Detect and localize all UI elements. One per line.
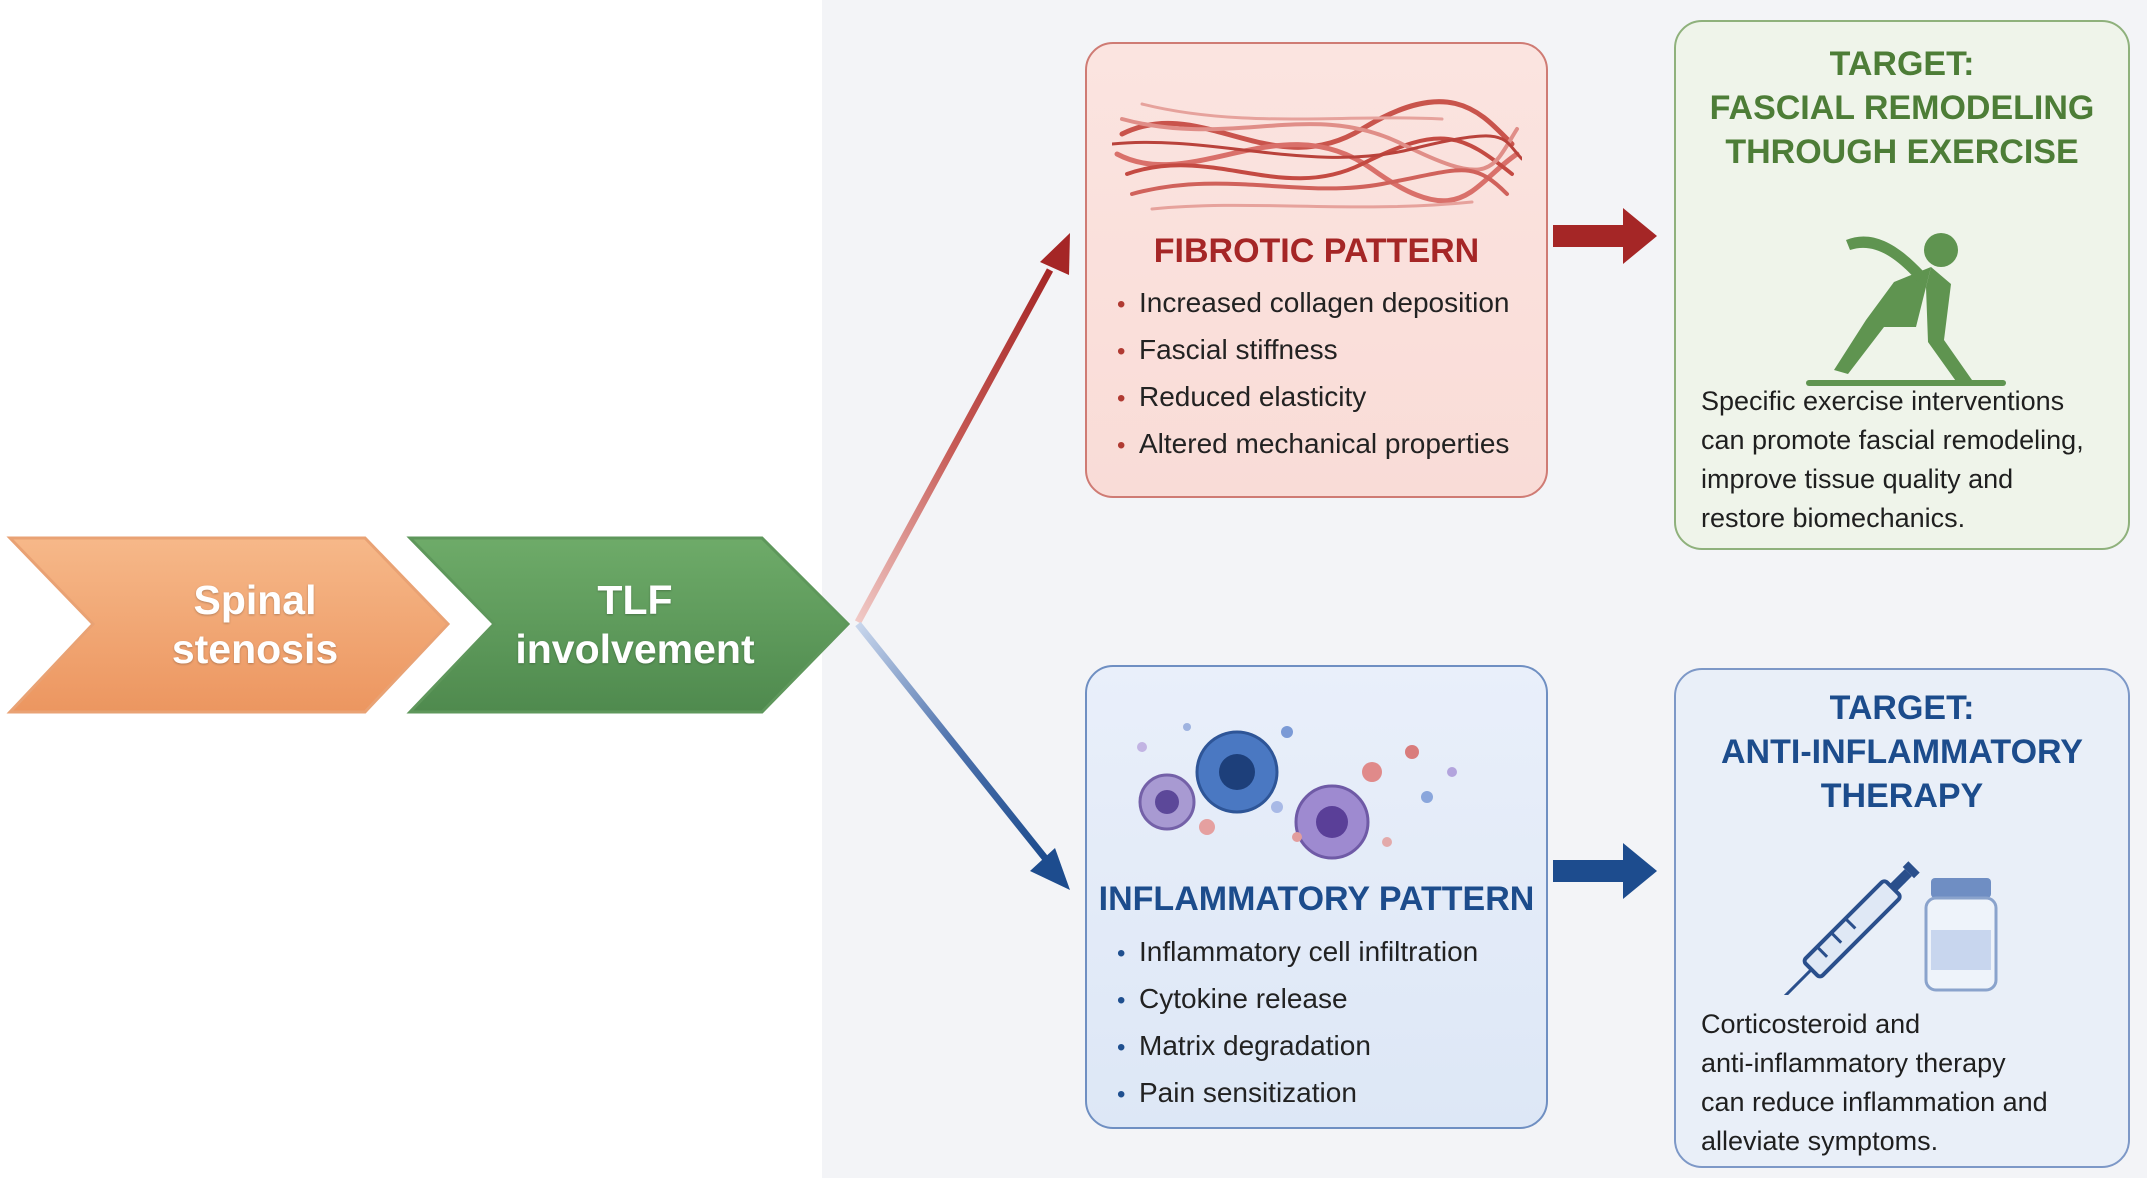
fibrotic-pattern-card: FIBROTIC PATTERN • Increased collagen dep… (1085, 42, 1548, 498)
spinal-stenosis-line2: stenosis (171, 626, 339, 672)
spinal-stenosis-line1: Spinal (193, 577, 317, 623)
arrow-head-inflam-target (1623, 843, 1657, 899)
tlf-involvement-label: TLF involvement (500, 576, 770, 674)
fascial-title-line3: THROUGH EXERCISE (1725, 133, 2079, 171)
list-item: • Altered mechanical properties (1117, 421, 1509, 468)
inflammatory-bullet-list: • Inflammatory cell infiltration • Cytokin… (1117, 929, 1478, 1117)
arrow-head-fibrotic (1040, 233, 1070, 275)
bullet-dot-icon: • (1117, 338, 1126, 365)
arrow-head-inflammatory (1030, 848, 1070, 890)
fibrotic-bullet-list: • Increased collagen deposition • Fascial … (1117, 280, 1509, 468)
inflammatory-bullet-text: Cytokine release (1139, 983, 1348, 1014)
list-item: • Fascial stiffness (1117, 327, 1509, 374)
fibrotic-bullet-text: Fascial stiffness (1139, 334, 1338, 365)
bullet-dot-icon: • (1117, 432, 1126, 459)
fibrotic-bullet-text: Increased collagen deposition (1139, 287, 1510, 318)
bullet-dot-icon: • (1117, 987, 1126, 1014)
list-item: • Cytokine release (1117, 976, 1478, 1023)
exercise-person-icon (1806, 233, 2006, 386)
tlf-line2: involvement (515, 626, 755, 672)
tlf-involvement-chevron (406, 536, 851, 714)
list-item: • Inflammatory cell infiltration (1117, 929, 1478, 976)
inflammatory-title: INFLAMMATORY PATTERN (1098, 880, 1535, 918)
arrow-to-inflammatory (855, 621, 1048, 861)
fibrotic-bullet-text: Reduced elasticity (1139, 381, 1367, 412)
bullet-dot-icon: • (1117, 291, 1126, 318)
inflammatory-bullet-text: Pain sensitization (1139, 1077, 1357, 1108)
arrow-head-fibrotic-target (1623, 208, 1657, 264)
bullet-dot-icon: • (1117, 1034, 1126, 1061)
list-item: • Increased collagen deposition (1117, 280, 1509, 327)
inflammatory-bullet-text: Inflammatory cell infiltration (1139, 936, 1479, 967)
fibrotic-bullet-text: Altered mechanical properties (1139, 428, 1510, 459)
bullet-dot-icon: • (1117, 940, 1126, 967)
anti-desc-line: Corticosteroid and (1701, 1009, 1921, 1039)
anti-title-line1: TARGET: (1829, 689, 1975, 727)
tlf-line1: TLF (597, 577, 673, 623)
arrow-to-fibrotic (854, 268, 1054, 624)
fibrous-tissue-icon (1112, 99, 1522, 211)
fascial-title-line2: FASCIAL REMODELING (1709, 89, 2095, 127)
anti-title-line3: THERAPY (1820, 777, 1984, 815)
fascial-description: Specific exercise interventions can prom… (1701, 382, 2121, 538)
target-anti-inflammatory-card: TARGET: ANTI-INFLAMMATORY THERAPY Cortic… (1674, 668, 2130, 1168)
list-item: • Matrix degradation (1117, 1023, 1478, 1070)
anti-desc-line: alleviate symptoms. (1701, 1126, 1939, 1156)
arrow-fibrotic-to-target (1553, 225, 1623, 247)
fascial-desc-line: restore biomechanics. (1701, 503, 1966, 533)
anti-description: Corticosteroid and anti-inflammatory the… (1701, 1005, 2121, 1161)
bullet-dot-icon: • (1117, 385, 1126, 412)
anti-title-line2: ANTI-INFLAMMATORY (1721, 733, 2083, 771)
fascial-desc-line: Specific exercise interventions (1701, 386, 2065, 416)
spinal-stenosis-label: Spinal stenosis (140, 576, 370, 674)
fascial-desc-line: improve tissue quality and (1701, 464, 2014, 494)
spinal-stenosis-chevron (6, 536, 451, 714)
anti-desc-line: can reduce inflammation and (1701, 1087, 2048, 1117)
immune-cells-icon (1137, 723, 1457, 860)
list-item: • Reduced elasticity (1117, 374, 1509, 421)
list-item: • Pain sensitization (1117, 1070, 1478, 1117)
fascial-title-line1: TARGET: (1829, 45, 1975, 83)
fascial-desc-line: can promote fascial remodeling, (1701, 425, 2084, 455)
arrow-inflam-to-target (1553, 860, 1623, 882)
syringe-vial-icon (1771, 861, 1998, 995)
inflammatory-bullet-text: Matrix degradation (1139, 1030, 1371, 1061)
anti-desc-line: anti-inflammatory therapy (1701, 1048, 2006, 1078)
bullet-dot-icon: • (1117, 1081, 1126, 1108)
target-fascial-remodeling-card: TARGET: FASCIAL REMODELING THROUGH EXERC… (1674, 20, 2130, 550)
inflammatory-pattern-card: INFLAMMATORY PATTERN • Inflammatory cell … (1085, 665, 1548, 1129)
fibrotic-title: FIBROTIC PATTERN (1153, 232, 1480, 270)
